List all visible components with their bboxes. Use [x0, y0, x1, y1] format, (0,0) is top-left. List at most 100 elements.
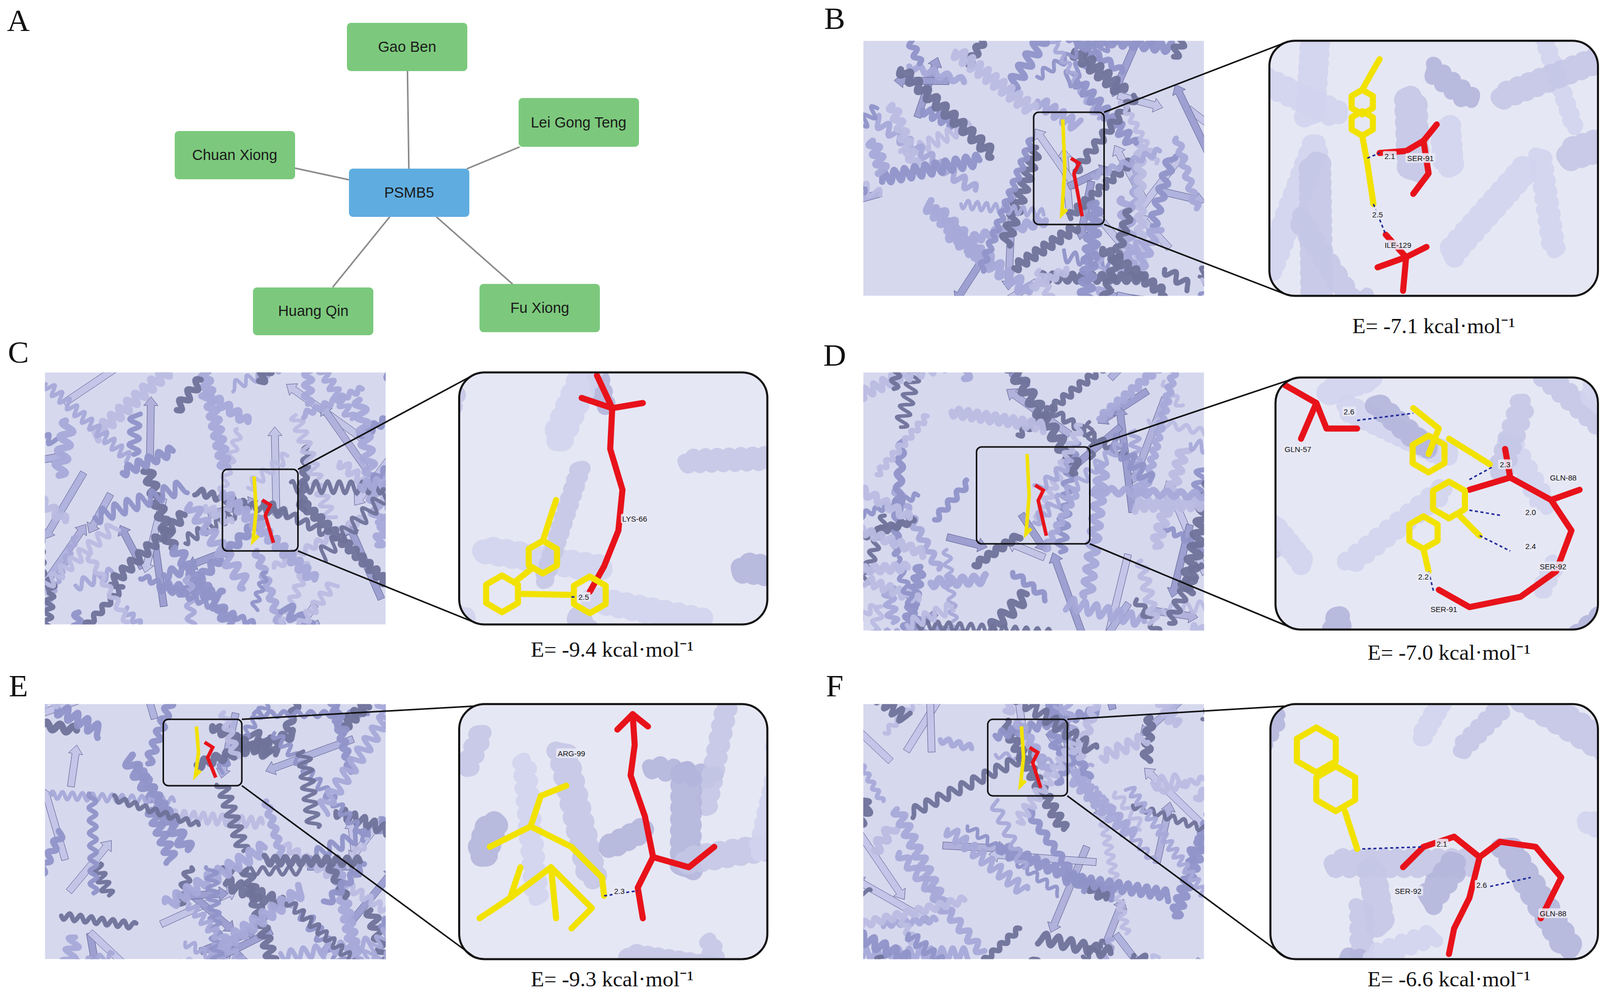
protein-overview: [44, 704, 386, 959]
helix-ribbon: [1269, 70, 1339, 117]
zoom-frame-small: [163, 719, 242, 786]
helix-ribbon: [221, 492, 316, 580]
helix-ribbon: [863, 126, 867, 194]
helix-ribbon: [1496, 400, 1528, 474]
network-edge: [332, 216, 390, 288]
helix-ribbon: [943, 549, 964, 631]
residue-sticks: [1379, 124, 1437, 153]
helix-ribbon: [757, 769, 768, 854]
helix-ribbon: [140, 576, 254, 624]
helix-ribbon: [917, 620, 1052, 631]
ligand-sticks: [520, 593, 572, 595]
ligand-small: [252, 476, 259, 541]
helix-ribbon: [320, 479, 386, 561]
helix-ribbon: [88, 793, 98, 894]
residue-sticks: [1402, 257, 1406, 291]
residue-sticks: [1300, 403, 1317, 439]
network-edge: [436, 216, 513, 285]
helix-ribbon: [1450, 166, 1528, 259]
helix-ribbon: [1010, 40, 1092, 90]
bond-distance: 2.1: [1434, 839, 1449, 849]
helix-ribbon: [129, 413, 141, 455]
ligand-sticks: [1362, 59, 1380, 90]
helix-ribbon: [934, 480, 967, 520]
helix-ribbon: [863, 527, 923, 558]
helix-ribbon: [890, 372, 913, 389]
helix-ribbon: [740, 562, 768, 583]
helix-ribbon: [114, 795, 199, 825]
zoom-frame: [1269, 40, 1598, 296]
helix-ribbon: [863, 801, 871, 870]
binding-energy: E= -7.0 kcal·mol⁻¹: [1367, 635, 1531, 666]
helix-ribbon: [899, 69, 991, 158]
node-label: PSMB5: [384, 184, 434, 202]
helix-ribbon: [863, 760, 884, 801]
ligand-sticks: [515, 569, 531, 582]
ligand-sticks: [1449, 438, 1490, 465]
helix-ribbon: [990, 592, 1028, 630]
ligand-sticks: [1362, 135, 1374, 205]
helix-ribbon: [863, 486, 910, 518]
residue-label: LYS-66: [620, 513, 649, 524]
ligand-small: [1020, 726, 1026, 786]
helix-ribbon: [608, 827, 645, 849]
helix-ribbon: [44, 830, 62, 909]
helix-ribbon: [1426, 860, 1458, 907]
beta-sheet: [863, 711, 894, 764]
residue-label: GLN-88: [1548, 472, 1579, 483]
helix-ribbon: [1586, 820, 1598, 852]
helix-ribbon: [1369, 931, 1437, 959]
hydrogen-bond: [1367, 152, 1380, 158]
helix-ribbon: [1036, 270, 1065, 297]
helix-ribbon: [964, 372, 1017, 379]
protein-overview: [44, 372, 386, 625]
zoom-frame-small: [987, 719, 1068, 796]
helix-ribbon: [44, 952, 113, 960]
panel-letter: E: [8, 667, 28, 704]
helix-ribbon: [1158, 704, 1180, 726]
helix-ribbon: [1196, 722, 1205, 799]
zoom-frame-small: [1033, 112, 1105, 225]
helix-ribbon: [63, 612, 82, 625]
helix-ribbon: [216, 784, 249, 851]
hydrogen-bond: [1479, 535, 1511, 552]
helix-ribbon: [44, 704, 66, 722]
helix-ribbon: [1302, 616, 1342, 630]
helix-ribbon: [1004, 704, 1097, 752]
residue-sticks: [1449, 857, 1480, 955]
panel-letter: B: [824, 0, 846, 37]
bond-distance: 2.3: [1498, 459, 1513, 470]
helix-ribbon: [478, 821, 498, 856]
helix-ribbon: [44, 524, 119, 603]
zoom-frame: [459, 704, 768, 959]
zoom-frame: [1270, 704, 1598, 959]
helix-ribbon: [934, 208, 975, 245]
zoom-ground: [1270, 704, 1598, 959]
ligand-sticks: [1423, 549, 1429, 572]
helix-ribbon: [259, 372, 297, 382]
helix-ribbon: [704, 704, 731, 809]
residue-sticks: [1413, 140, 1429, 194]
target-box: PSMB5: [348, 168, 470, 217]
hydrogen-bond: [1357, 413, 1414, 421]
zoom-leader: [298, 374, 475, 470]
helix-ribbon: [1174, 138, 1199, 209]
helix-ribbon: [233, 372, 332, 392]
helix-ribbon: [992, 800, 1028, 869]
helix-ribbon: [863, 878, 872, 898]
helix-ribbon: [344, 704, 369, 728]
helix-ribbon: [869, 141, 887, 174]
bond-distance: 2.4: [1523, 540, 1538, 551]
helix-ribbon: [1499, 52, 1598, 101]
helix-ribbon: [575, 615, 615, 625]
residue-sticks: [1423, 836, 1561, 919]
helix-ribbon: [286, 903, 374, 960]
ligand-small: [195, 726, 201, 776]
helix-ribbon: [87, 555, 128, 623]
binding-energy: E= -7.1 kcal·mol⁻¹: [1352, 309, 1516, 340]
bond-distance: 2.6: [1475, 879, 1489, 890]
binding-site-zoom: [1275, 377, 1598, 630]
bond-distance: 2.6: [1341, 406, 1356, 416]
helix-ribbon: [1535, 154, 1558, 251]
zoom-ground: [459, 372, 768, 625]
